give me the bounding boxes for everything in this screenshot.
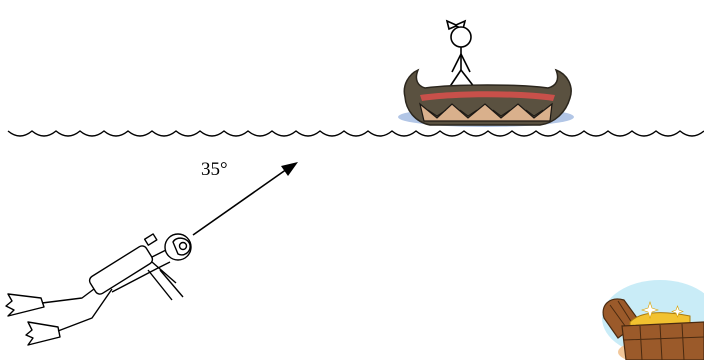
angle-label: 35° bbox=[201, 160, 228, 179]
canoe bbox=[398, 70, 574, 127]
arrow-head bbox=[281, 162, 298, 176]
scuba-diver bbox=[6, 234, 191, 345]
diver-arm-3 bbox=[148, 270, 172, 300]
diver-arm-2 bbox=[160, 270, 183, 297]
stick-figure-head bbox=[451, 27, 471, 47]
diver-fin-lower bbox=[26, 322, 60, 345]
stick-figure bbox=[447, 21, 475, 88]
stick-figure-arm-left bbox=[452, 54, 461, 72]
stick-figure-arm-right bbox=[461, 54, 470, 72]
treasure-chest bbox=[602, 280, 704, 360]
diver-fin-upper bbox=[6, 294, 44, 316]
water-surface-waves bbox=[8, 131, 704, 136]
chest-body bbox=[622, 322, 704, 360]
